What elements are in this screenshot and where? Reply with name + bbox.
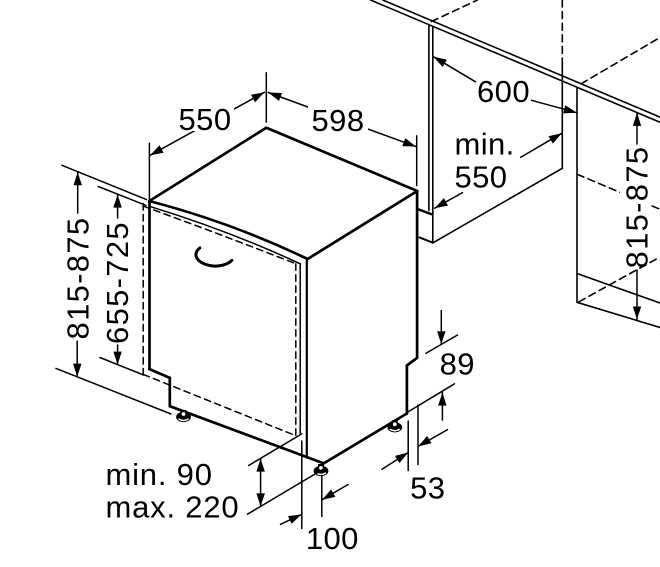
svg-text:min. 90: min. 90	[106, 457, 213, 492]
svg-text:53: 53	[410, 471, 445, 506]
svg-text:655-725: 655-725	[100, 221, 135, 344]
svg-text:550: 550	[179, 102, 232, 137]
svg-text:89: 89	[440, 347, 475, 382]
svg-text:100: 100	[306, 521, 359, 556]
svg-text:815-875: 815-875	[60, 217, 95, 340]
svg-text:600: 600	[477, 74, 530, 109]
svg-text:598: 598	[312, 103, 365, 138]
svg-text:min.: min.	[455, 127, 515, 162]
svg-text:max. 220: max. 220	[106, 490, 240, 525]
svg-text:550: 550	[455, 160, 508, 195]
svg-text:815-875: 815-875	[619, 146, 654, 269]
